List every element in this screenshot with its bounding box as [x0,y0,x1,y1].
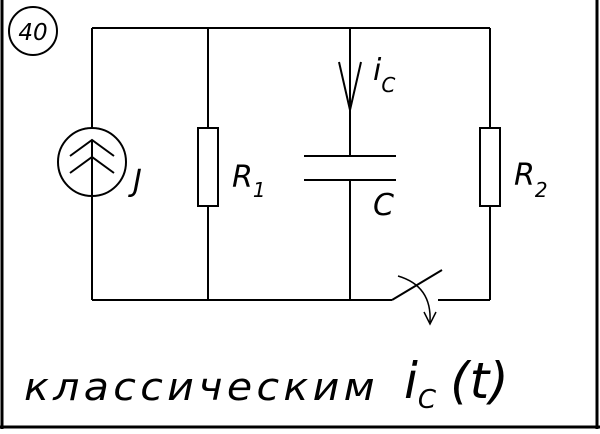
switch-motion-arrow [397,275,431,323]
resistor-r1-body [197,127,219,207]
current-source: J [57,127,142,199]
resistor-r2-letter: R [514,158,535,193]
problem-number-circle [8,6,58,56]
problem-number-badge: 40 [8,6,58,56]
resistor-r2: R2 [479,127,548,207]
current-source-label: J [128,164,142,199]
resistor-r1: R1 [197,127,266,207]
resistor-r1-subscript: 1 [253,178,266,202]
capacitor-current-label: iC [373,53,395,97]
resistor-r2-subscript: 2 [535,178,548,202]
problem-number: 40 [18,20,47,46]
resistor-r2-label: R2 [514,158,548,202]
task-argument: (t) [450,352,509,410]
capacitor-current-letter: i [373,53,382,88]
resistor-r1-letter: R [232,160,253,195]
task-quantity-subscript: C [418,385,437,415]
resistor-r2-body [479,127,501,207]
capacitor-current-subscript: C [381,73,395,97]
task-word: классическим [24,365,379,409]
capacitor-label: C [373,188,394,223]
switch [391,269,443,326]
capacitor: C [304,155,396,223]
resistor-r1-label: R1 [232,160,266,202]
task-quantity-letter: i [404,352,418,410]
capacitor-current-arrow: iC [338,53,395,111]
task-text: классическим iC (t) [24,352,509,415]
circuit-wires [91,27,491,301]
task-quantity: iC (t) [404,352,509,415]
